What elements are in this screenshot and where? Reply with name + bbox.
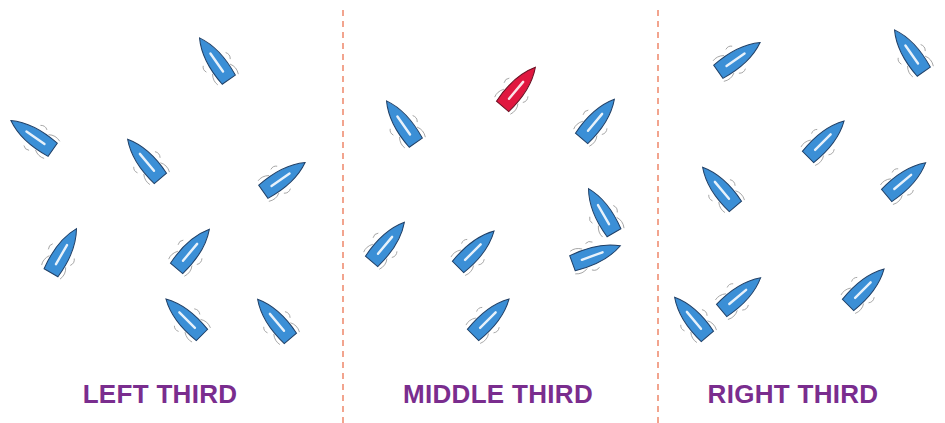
boat [38,221,89,281]
zone-label: MIDDLE THIRD [403,379,593,410]
boat [691,158,747,217]
boat [246,290,302,349]
boat [254,150,313,204]
zone-label: RIGHT THIRD [708,379,879,410]
boat [882,22,936,81]
boat [165,220,221,279]
boat [462,288,519,345]
boat [709,30,768,84]
boat [374,93,428,152]
zone-label: LEFT THIRD [83,379,238,410]
boat [663,288,719,347]
boat [576,181,627,241]
boat [360,213,416,272]
boat [187,30,241,89]
boat [566,232,625,277]
boat [797,110,854,167]
boat [570,90,626,149]
boat-highlight [491,58,547,117]
boat [837,258,894,315]
boat [447,220,504,277]
divider-line [342,10,344,423]
boat [876,151,935,207]
boat [711,266,770,322]
boat [116,130,172,189]
boat [2,109,61,163]
boat [155,289,212,346]
divider-line [657,10,659,423]
